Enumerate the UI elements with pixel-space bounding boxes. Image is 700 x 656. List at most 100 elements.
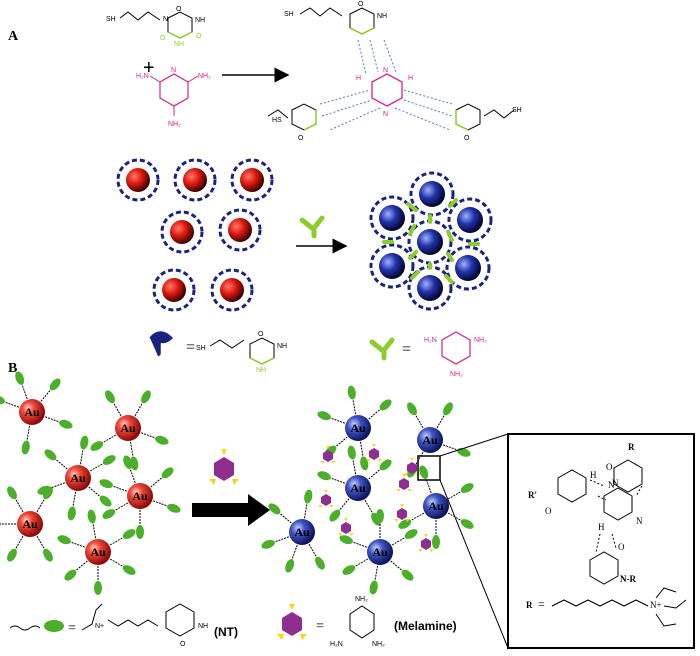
np-red-4 [160,210,204,254]
melamine-molecule: H₂N NH₂ NH₂ N [136,67,211,128]
inset-structure: R O N R' O H N H N O N-R R = N+ [526,442,687,627]
svg-text:O: O [298,135,304,142]
svg-text:O: O [606,462,613,472]
svg-text:NH₂: NH₂ [372,641,385,648]
au-label: Au [422,433,438,447]
nt-label: (NT) [214,625,238,639]
au-blue-particle: Au [317,445,392,526]
panel-a-label: A [8,29,19,44]
svg-text:NH: NH [198,623,208,630]
au-red-particle: Au [0,371,73,455]
svg-text:H: H [590,470,597,480]
equals-mel: = [316,619,324,634]
au-blue-particle: Au [261,489,325,573]
au-label: Au [132,489,148,503]
np-blue-3 [447,197,493,243]
au-red-particle: Au [57,509,136,595]
svg-text:NH₂: NH₂ [168,121,181,128]
svg-text:NH: NH [195,17,205,24]
panel-b-label: B [8,361,17,376]
svg-text:O: O [196,33,202,40]
melamine-legend-icon [277,604,307,640]
melamine-label: (Melamine) [394,619,457,633]
np-red-2 [173,158,217,202]
svg-text:O: O [545,506,552,516]
melamine-node [418,534,434,552]
melamine-node [366,444,382,462]
svg-text:NH₂: NH₂ [474,337,487,344]
svg-text:O: O [160,35,166,42]
svg-text:N: N [612,478,619,488]
r-prime-label: R' [528,490,537,500]
linker-bridges [382,198,480,284]
au-label: Au [24,405,40,419]
svg-text:SH: SH [512,107,522,114]
svg-text:HS: HS [272,117,282,124]
au-label: Au [90,545,106,559]
svg-text:NH: NH [277,343,287,350]
np-blue-2 [369,195,415,241]
svg-text:O: O [464,135,470,142]
svg-text:H₂N: H₂N [136,73,149,80]
svg-text:H₂N: H₂N [424,337,437,344]
au-label: Au [70,471,86,485]
np-red-7 [210,268,254,312]
svg-text:H₂N: H₂N [330,641,343,648]
au-blue-particle: Au [398,465,474,549]
svg-text:H: H [356,75,361,82]
au-blue-particle: Au [407,402,471,478]
au-label: Au [294,525,310,539]
au-label: Au [350,481,366,495]
sh-atom: SH [106,16,116,23]
svg-text:NH: NH [174,41,184,48]
svg-text:SH: SH [196,345,206,352]
np-red-6 [152,268,196,312]
svg-text:O: O [176,6,182,13]
big-arrow [192,494,270,526]
linker-legend-icon [369,337,395,361]
svg-text:NH: NH [377,13,387,20]
svg-text:NH₂: NH₂ [355,596,368,603]
au-blue-particle: Au [317,385,392,471]
svg-text:N: N [163,16,168,23]
au-red-particle: Au [99,455,181,539]
cyanurate-molecule: SH O NH NH O O N [106,6,205,48]
np-dispersed-group [116,158,274,312]
svg-text:H: H [598,522,605,532]
svg-text:O: O [358,1,364,8]
zoom-line-top [439,433,509,457]
np-red-3 [230,158,274,202]
melamine-node [338,518,354,536]
legend-b: = N+ NH O (NT) = NH₂ H₂N NH₂ (Melamine) [9,596,457,648]
np-blue-6 [445,245,491,291]
melamine-node [320,446,336,464]
equals-sign-1: = [186,339,195,356]
au-label: Au [22,517,38,531]
np-blue-5 [369,243,415,289]
np-red-1 [116,158,160,202]
au-red-particle: Au [90,390,169,471]
svg-text:N-R: N-R [620,574,636,584]
np-assembled-group [369,171,493,311]
zoom-line-bottom [439,479,509,649]
equals-sign-2: = [402,341,411,358]
au-red-particle: Au [0,486,53,562]
plus-sign: + [143,57,155,79]
np-blue-1 [409,171,455,217]
svg-text:R: R [628,442,635,452]
svg-text:N: N [383,111,388,118]
au-label: Au [120,421,136,435]
svg-text:H: H [408,75,413,82]
svg-text:SH: SH [284,11,294,18]
melamine-node [318,490,334,508]
melamine-hex-icon [209,449,239,485]
svg-text:O: O [618,542,625,552]
melamine-node [404,458,420,476]
melamine-node [396,474,412,492]
svg-text:NH₂: NH₂ [450,371,463,378]
svg-text:N+: N+ [95,623,104,630]
svg-text:NH₂: NH₂ [198,73,211,80]
